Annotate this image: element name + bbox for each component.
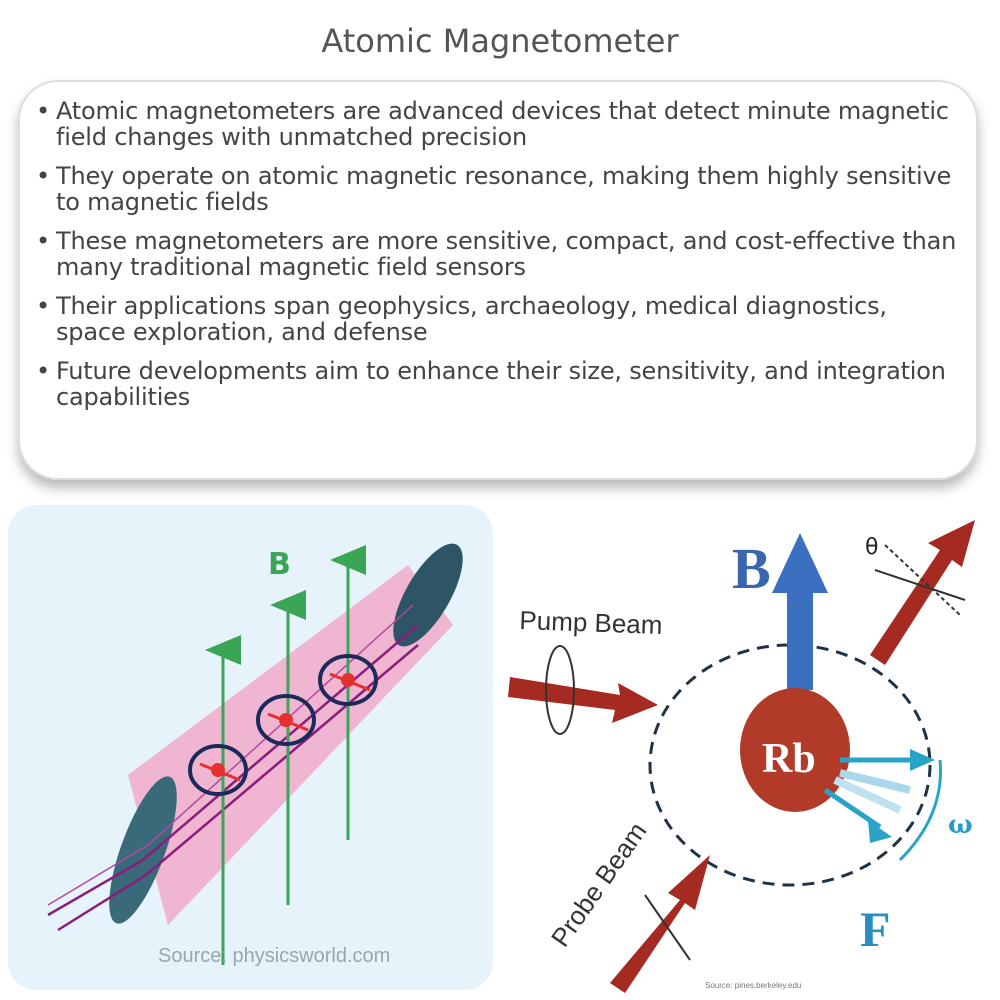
polarization-axis	[884, 544, 961, 616]
spin-label: F	[860, 901, 891, 957]
bullet-text: Atomic magnetometers are advanced device…	[56, 97, 949, 151]
spin-arrow	[833, 776, 902, 814]
bullet-item: •These magnetometers are more sensitive,…	[30, 228, 960, 280]
field-label: B	[268, 547, 291, 582]
precession-arc	[898, 759, 942, 862]
atom-precession	[318, 654, 378, 706]
spin-arrow	[823, 787, 882, 830]
bullet-item: •They operate on atomic magnetic resonan…	[30, 163, 960, 215]
precession-label: ω	[948, 810, 973, 840]
pump-beam-arrow	[508, 677, 658, 723]
laser-beam	[47, 604, 414, 906]
output-beam-arrow	[870, 520, 975, 665]
rb-atom-diagram: B θ Pump Beam Rb ω F Probe Beam Source: …	[500, 505, 1000, 1000]
bullet-item: •Their applications span geophysics, arc…	[30, 293, 960, 345]
atom-precession	[188, 744, 248, 796]
polarization-axis	[874, 569, 966, 601]
summary-card	[18, 80, 978, 480]
pump-beam-label: Pump Beam	[518, 605, 663, 640]
cell-end-right	[393, 543, 463, 647]
probe-polarization-icon	[644, 894, 691, 961]
bullet-text: Their applications span geophysics, arch…	[56, 292, 887, 346]
rb-atom	[740, 688, 850, 812]
probe-beam-arrow	[610, 855, 710, 993]
vapor-cell-diagram: B Source: physicsworld.com	[8, 505, 493, 990]
field-label: B	[732, 536, 771, 601]
bullet-item: •Future developments aim to enhance thei…	[30, 358, 960, 410]
bullet-text: These magnetometers are more sensitive, …	[56, 227, 957, 281]
atom-label: Rb	[762, 736, 816, 782]
bullet-item: •Atomic magnetometers are advanced devic…	[30, 98, 960, 150]
bullet-text: They operate on atomic magnetic resonanc…	[56, 162, 952, 216]
bullet-dot: •	[36, 357, 50, 385]
laser-beam	[47, 624, 419, 917]
atom-orbit	[648, 643, 932, 887]
bullet-text: Future developments aim to enhance their…	[56, 357, 946, 411]
page-title: Atomic Magnetometer	[321, 22, 679, 60]
pump-polarization-icon	[545, 645, 575, 735]
bullet-dot: •	[36, 162, 50, 190]
source-credit: Source: pines.berkeley.edu	[705, 981, 802, 990]
bullet-dot: •	[36, 227, 50, 255]
laser-beam	[57, 644, 419, 932]
field-arrow-head	[772, 533, 828, 593]
vapor-cell-illustration	[47, 543, 463, 965]
atom-precession	[256, 694, 316, 746]
source-credit: Source: physicsworld.com	[158, 945, 391, 967]
bullet-dot: •	[36, 97, 50, 125]
bullet-list: •Atomic magnetometers are advanced devic…	[30, 98, 960, 423]
bullet-dot: •	[36, 292, 50, 320]
angle-label: θ	[865, 535, 879, 560]
field-arrow-shaft	[787, 590, 813, 690]
rb-atom-illustration	[508, 520, 975, 993]
spin-arrow	[839, 769, 911, 794]
